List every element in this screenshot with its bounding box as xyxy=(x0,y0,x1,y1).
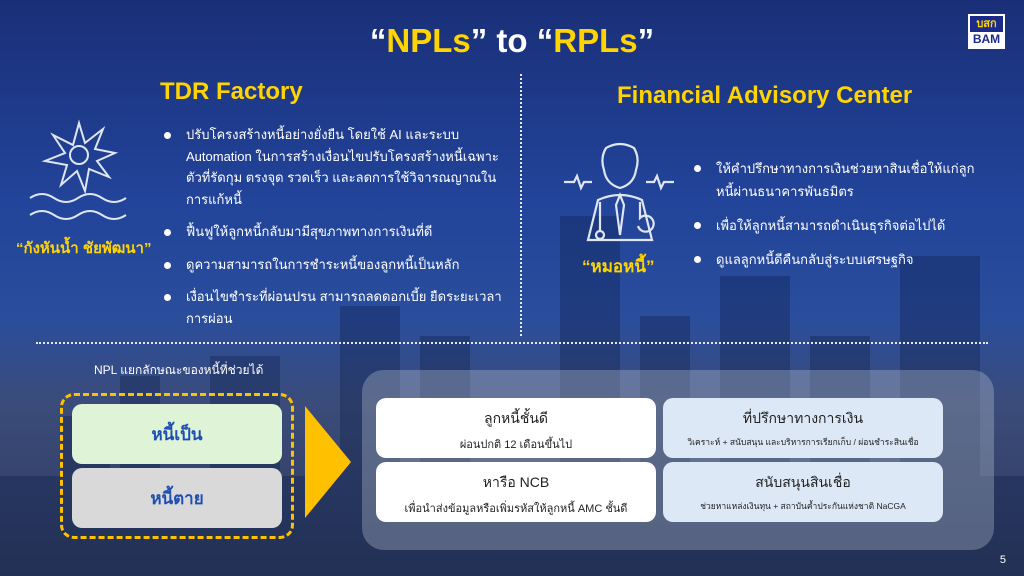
tdr-factory-heading: TDR Factory xyxy=(160,78,303,105)
list-item: ให้คำปรึกษาทางการเงินช่วยหาสินเชื่อให้แก… xyxy=(690,157,990,203)
water-turbine-icon xyxy=(29,119,127,220)
dead-debt-box: หนี้ตาย xyxy=(72,468,282,528)
solutions-panel xyxy=(362,370,994,550)
turbine-caption: “กังหันน้ำ ชัยพัฒนา” xyxy=(16,240,152,257)
list-item: ดูความสามารถในการชำระหนี้ของลูกหนี้เป็นห… xyxy=(160,254,505,276)
list-item: ปรับโครงสร้างหนี้อย่างยั่งยืน โดยใช้ AI … xyxy=(160,124,505,210)
card-credit-support: สนับสนุนสินเชื่อช่วยหาแหล่งเงินทุน + สถา… xyxy=(663,462,943,522)
list-item: ดูแลลูกหนี้ดีคืนกลับสู่ระบบเศรษฐกิจ xyxy=(690,248,990,271)
list-item: เพื่อให้ลูกหนี้สามารถดำเนินธุรกิจต่อไปได… xyxy=(690,214,990,237)
vertical-divider xyxy=(520,74,522,336)
page-title: “NPLs” to “RPLs” xyxy=(369,22,655,59)
npl-dashed-frame xyxy=(60,393,294,539)
page-number: 5 xyxy=(999,554,1006,566)
card-good-debtor: ลูกหนี้ชั้นดีผ่อนปกติ 12 เดือนขึ้นไป xyxy=(376,398,656,458)
alive-debt-box: หนี้เป็น xyxy=(72,404,282,464)
horizontal-divider xyxy=(36,342,988,344)
list-item: เงื่อนไขชำระที่ผ่อนปรน สามารถลดดอกเบี้ย … xyxy=(160,286,505,329)
advisory-bullet-list: ให้คำปรึกษาทางการเงินช่วยหาสินเชื่อให้แก… xyxy=(690,157,990,282)
chevron-right-icon xyxy=(305,406,351,518)
financial-advisory-heading: Financial Advisory Center xyxy=(617,82,913,109)
list-item: ฟื้นฟูให้ลูกหนี้กลับมามีสุขภาพทางการเงิน… xyxy=(160,221,505,243)
npl-label: NPL แยกลักษณะของหนี้ที่ช่วยได้ xyxy=(94,363,264,377)
title-npls: NPLs xyxy=(386,22,471,59)
doctor-caption: “หมอหนี้” xyxy=(582,257,655,276)
card-financial-advisor: ที่ปรึกษาทางการเงินวิเคราะห์ + สนับสนุน … xyxy=(663,398,943,458)
tdr-bullet-list: ปรับโครงสร้างหนี้อย่างยั่งยืน โดยใช้ AI … xyxy=(160,124,505,340)
title-rpls: RPLs xyxy=(553,22,638,59)
doctor-icon xyxy=(564,142,674,242)
